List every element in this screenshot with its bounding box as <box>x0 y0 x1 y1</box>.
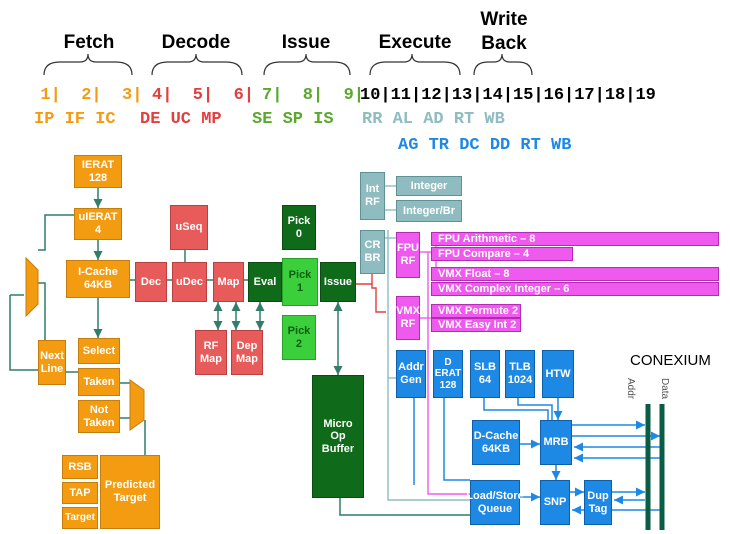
addr-gen-block: Addr Gen <box>396 350 426 398</box>
dec-block: Dec <box>135 262 167 302</box>
stage-issue-title: Issue <box>281 32 331 53</box>
codes-mem: AG TR DC DD RT WB <box>398 136 572 155</box>
pick0-block: Pick 0 <box>282 205 316 250</box>
ierat-block: IERAT 128 <box>74 155 122 188</box>
udec-block: uDec <box>172 262 207 302</box>
icache-block: I-Cache 64KB <box>66 260 130 298</box>
map-block: Map <box>213 262 244 302</box>
vmx-permute-unit: VMX Permute 2 <box>431 304 521 318</box>
select-block: Select <box>78 338 120 364</box>
pick2-block: Pick 2 <box>282 315 316 360</box>
codes-exec: RR AL AD RT WB <box>362 110 505 129</box>
stage-fetch-title: Fetch <box>63 32 115 53</box>
rf-map-block: RF Map <box>195 330 227 375</box>
htw-block: HTW <box>542 350 574 398</box>
stage-writeback-title: Write Back <box>480 9 528 54</box>
next-line-block: Next Line <box>38 340 66 385</box>
codes-issue: SE SP IS <box>252 110 334 129</box>
vmx-float-unit: VMX Float – 8 <box>431 267 719 281</box>
cycles-issue: 7| 8| 9| <box>262 86 365 105</box>
pick1-block: Pick 1 <box>282 258 318 306</box>
slb-block: SLB 64 <box>470 350 500 398</box>
conexium-addr-label: Addr <box>625 378 636 400</box>
int-rf-block: Int RF <box>360 172 385 220</box>
cycles-rest: 10|11|12|13|14|15|16|17|18|19 <box>360 86 656 105</box>
stage-decode-title: Decode <box>161 32 231 53</box>
codes-decode: DE UC MP <box>140 110 222 129</box>
load-store-queue-block: Load/Store Queue <box>466 480 524 525</box>
useq-block: uSeq <box>170 205 208 250</box>
issue-block: Issue <box>320 262 356 302</box>
cycles-decode: 4| 5| 6| <box>152 86 255 105</box>
fpu-compare-unit: FPU Compare – 4 <box>431 247 573 261</box>
taken-block: Taken <box>78 368 120 396</box>
target-block: Target <box>62 507 98 529</box>
vmx-rf-block: VMX RF <box>396 296 420 340</box>
uierat-block: uIERAT 4 <box>74 208 122 240</box>
dep-map-block: Dep Map <box>231 330 263 375</box>
rsb-block: RSB <box>62 455 98 479</box>
tlb-block: TLB 1024 <box>505 350 535 398</box>
stage-execute-title: Execute <box>378 32 452 53</box>
mrb-block: MRB <box>540 420 572 465</box>
micro-op-buffer-block: Micro Op Buffer <box>312 375 364 498</box>
codes-fetch: IP IF IC <box>34 110 116 129</box>
integer-unit: Integer <box>396 176 462 196</box>
integer-br-unit: Integer/Br <box>396 200 462 222</box>
conexium-title: CONEXIUM <box>630 352 711 369</box>
cr-br-block: CR BR <box>360 230 385 274</box>
derat-block: D ERAT 128 <box>433 350 463 398</box>
snp-block: SNP <box>540 480 570 525</box>
dup-tag-block: Dup Tag <box>584 480 612 525</box>
fpu-arith-unit: FPU Arithmetic – 8 <box>431 232 719 246</box>
cycles-fetch: 1| 2| 3| <box>20 86 143 105</box>
predicted-target-block: Predicted Target <box>100 455 160 529</box>
tap-block: TAP <box>62 482 98 504</box>
vmx-easy-unit: VMX Easy Int 2 <box>431 318 521 332</box>
fpu-rf-block: FPU RF <box>396 232 420 278</box>
not-taken-block: Not Taken <box>78 400 120 433</box>
conexium-data-label: Data <box>659 378 670 400</box>
vmx-complex-unit: VMX Complex Integer – 6 <box>431 282 719 296</box>
eval-block: Eval <box>248 262 282 302</box>
dcache-block: D-Cache 64KB <box>472 420 520 465</box>
